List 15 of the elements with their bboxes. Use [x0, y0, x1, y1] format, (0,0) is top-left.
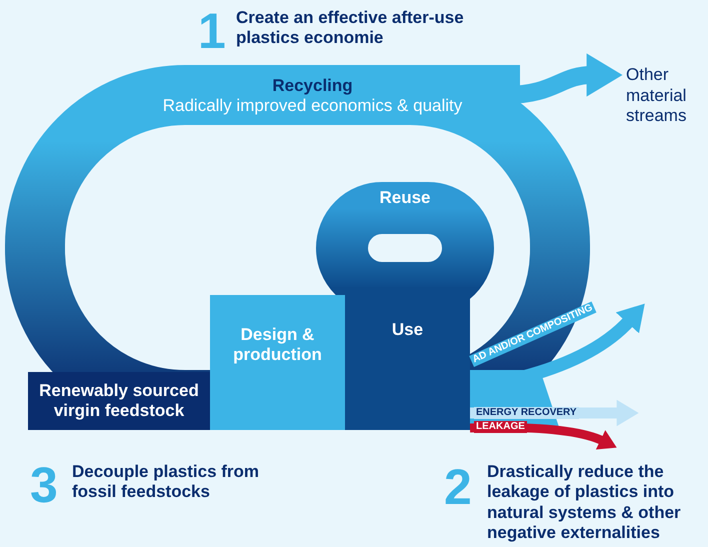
node-title: Design & production	[232, 325, 323, 366]
step-number: 2	[444, 462, 472, 512]
goal-text: Drastically reduce the leakage of plastics into natural systems & other negative externalities	[487, 462, 682, 544]
node-title: Other material streams	[626, 65, 688, 127]
goal-text: Create an effective after-use plastics economie	[236, 8, 465, 49]
edge-label: ENERGY RECOVERY	[474, 407, 579, 419]
node-title: Use	[392, 320, 424, 340]
node-title: Recycling	[272, 76, 353, 96]
node-title: Renewably sourced virgin feedstock	[38, 380, 200, 422]
step-number: 3	[30, 460, 58, 510]
goal-text: Decouple plastics from fossil feedstocks	[72, 462, 260, 503]
step-number: 1	[198, 6, 226, 56]
node-title: Reuse	[379, 188, 431, 208]
edge-label: LEAKAGE	[474, 421, 527, 433]
node-subtitle: Radically improved economics & quality	[162, 96, 462, 116]
